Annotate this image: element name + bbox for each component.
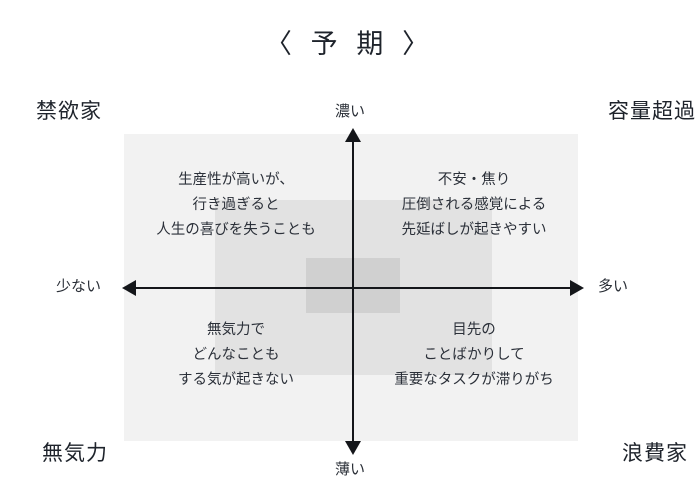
corner-label-bottom-right: 浪費家 [622, 441, 688, 465]
corner-label-top-right: 容量超過 [608, 99, 696, 123]
arrow-up-icon [345, 128, 361, 142]
arrow-right-icon [570, 280, 584, 296]
quadrant-text-top-left: 生産性が高いが、 行き過ぎると 人生の喜びを失うことも [156, 172, 316, 238]
axis-label-horizontal-right: 多い [598, 279, 629, 295]
axis-label-vertical-bottom: 薄い [334, 462, 365, 478]
corner-label-top-left: 禁欲家 [36, 99, 102, 123]
corner-label-bottom-left: 無気力 [42, 441, 108, 465]
vertical-axis-line [352, 137, 354, 445]
arrow-down-icon [345, 441, 361, 455]
page-title: 〈 予 期 〉 [264, 29, 436, 59]
axis-label-vertical-top: 濃い [334, 104, 365, 120]
quadrant-text-bottom-left: 無気力で どんなことも する気が起きない [178, 322, 294, 388]
axis-label-horizontal-left: 少ない [56, 279, 102, 295]
arrow-left-icon [122, 280, 136, 296]
quadrant-text-top-right: 不安・焦り 圧倒される感覚による 先延ばしが起きやすい [401, 172, 547, 238]
quadrant-text-bottom-right: 目先の ことばかりして 重要なタスクが滞りがち [394, 322, 554, 388]
